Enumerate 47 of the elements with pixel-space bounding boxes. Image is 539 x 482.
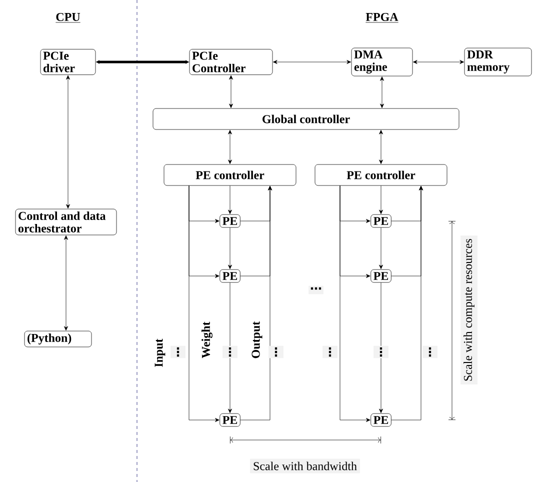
memory-box: DDR memory — [464, 48, 532, 76]
arrow — [228, 186, 232, 214]
ellipsis: ⋯ — [308, 286, 324, 294]
controller-bar: Global controller — [152, 108, 460, 130]
ellipsis: ⋮ — [322, 346, 338, 358]
input-line — [340, 186, 370, 422]
pe-box: PE — [370, 413, 392, 427]
arrow — [412, 60, 464, 64]
arrow — [379, 227, 383, 270]
bus-label: Output — [252, 321, 262, 358]
engine-box: DMA engine — [351, 48, 413, 76]
ellipsis: ⋮ — [422, 346, 438, 358]
arrow — [273, 60, 352, 64]
arrow — [379, 282, 383, 414]
ellipsis: ⋮ — [374, 346, 388, 358]
arrow — [379, 186, 383, 214]
ellipsis: ⋮ — [268, 346, 284, 358]
arrow — [379, 130, 383, 164]
section-heading: FPGA — [365, 12, 399, 23]
driver-box: PCIe driver — [40, 49, 96, 75]
arrow — [380, 76, 384, 108]
pe-box: PE — [370, 269, 392, 283]
arrow — [64, 235, 68, 331]
bus-label: Weight — [202, 322, 212, 358]
pe-box: PE — [370, 214, 392, 228]
framework-box: (Python) — [24, 330, 92, 348]
arrow — [229, 75, 233, 108]
arrow — [228, 130, 232, 164]
section-heading: CPU — [55, 12, 81, 23]
controller-box: PE controller — [314, 164, 448, 186]
output-line — [391, 186, 423, 420]
dimension-label: Scale with compute resources — [460, 236, 478, 384]
dimension-label: Scale with bandwidth — [250, 458, 360, 474]
arrow — [66, 75, 70, 209]
bus-label: Input — [154, 338, 166, 367]
arrow — [228, 282, 232, 414]
pe-box: PE — [220, 413, 240, 427]
controller-box: PE controller — [164, 164, 296, 186]
arrow — [228, 227, 232, 270]
pe-box: PE — [220, 269, 240, 283]
orchestrator-box: Control and data orchestrator — [15, 208, 117, 236]
ellipsis: ⋮ — [170, 346, 186, 358]
ellipsis: ⋮ — [222, 346, 238, 358]
pe-box: PE — [220, 214, 240, 228]
input-line — [188, 186, 220, 422]
controller-box: PCIe Controller — [189, 49, 273, 75]
output-line — [240, 186, 272, 420]
